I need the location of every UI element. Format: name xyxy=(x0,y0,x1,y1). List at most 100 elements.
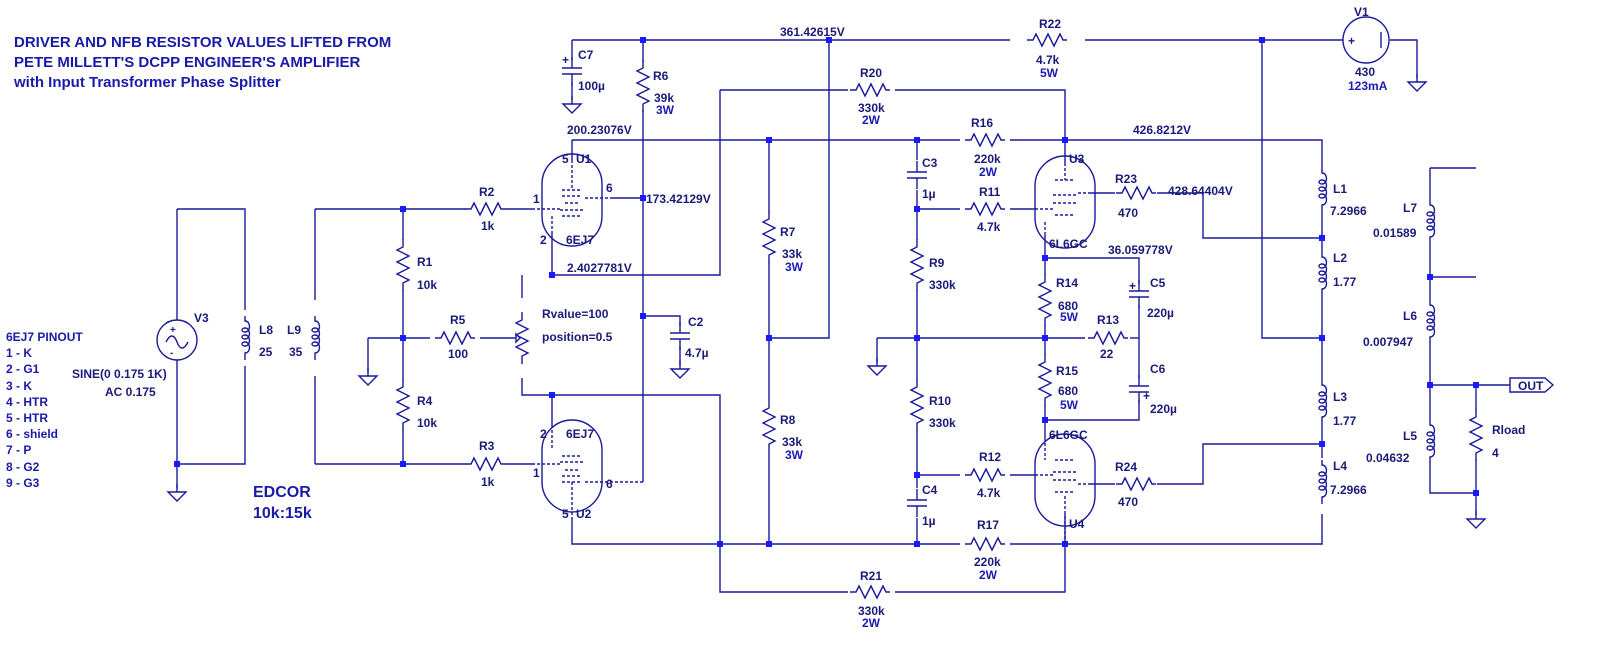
transformer-ratio: 10k:15k xyxy=(253,505,312,522)
r12-value: 4.7k xyxy=(977,486,1001,500)
pinout-pin: 3 - K xyxy=(6,378,33,393)
r3-value: 1k xyxy=(481,475,495,489)
resistor-r3-icon xyxy=(464,457,506,471)
title-line-3: with Input Transformer Phase Splitter xyxy=(14,74,281,91)
resistor-r10-icon xyxy=(910,378,924,432)
voltage-u1-screen: 173.42129V xyxy=(646,192,711,206)
resistor-r8-icon xyxy=(762,399,776,453)
resistor-r2-icon xyxy=(464,202,506,216)
r6-ref: R6 xyxy=(653,69,669,83)
r6-rating: 3W xyxy=(656,103,675,117)
v3-ac: AC 0.175 xyxy=(105,385,156,399)
component-labels: V1 430 123mA V3 SINE(0 0.175 1K) AC 0.17… xyxy=(72,5,1525,630)
v3-ref: V3 xyxy=(194,311,209,325)
voltage-u1-cathode: 2.4027781V xyxy=(567,261,632,275)
svg-text:-: - xyxy=(170,348,173,359)
resistor-r14-icon xyxy=(1038,273,1052,327)
r20-value: 330k xyxy=(858,101,885,115)
pinout-pin: 9 - G3 xyxy=(6,475,40,490)
l3-ref: L3 xyxy=(1333,390,1347,404)
u2-pin-5: 5 xyxy=(562,507,569,521)
r17-ref: R17 xyxy=(977,518,999,532)
r7-value: 33k xyxy=(782,247,802,261)
l6-value: 0.007947 xyxy=(1363,335,1413,349)
transformer-brand: EDCOR xyxy=(253,484,311,501)
inductor-l8-icon xyxy=(241,315,251,361)
r5-ref: R5 xyxy=(450,313,466,327)
inductor-l4-icon xyxy=(1318,459,1328,505)
voltage-b-plus: 426.8212V xyxy=(1133,123,1191,137)
ground-symbols xyxy=(167,73,1486,529)
u2-pin-1: 1 xyxy=(533,466,540,480)
c6-value: 220µ xyxy=(1150,402,1177,416)
pinout-pin: 4 - HTR xyxy=(6,394,48,409)
l5-value: 0.04632 xyxy=(1366,451,1410,465)
r8-value: 33k xyxy=(782,435,802,449)
u4-type: 6L6GC xyxy=(1049,428,1088,442)
tube-u3-icon xyxy=(1034,155,1096,249)
c4-value: 1µ xyxy=(922,514,936,528)
node-voltage-labels: 361.42615V 200.23076V 173.42129V 2.40277… xyxy=(567,25,1233,275)
resistor-r12-icon xyxy=(964,468,1006,482)
resistor-r4-icon xyxy=(396,378,410,432)
resistor-symbols xyxy=(396,33,1483,599)
pinout-pin: 5 - HTR xyxy=(6,411,48,426)
r24-value: 470 xyxy=(1118,495,1138,509)
l4-ref: L4 xyxy=(1333,459,1347,473)
l2-ref: L2 xyxy=(1333,251,1347,265)
c2-ref: C2 xyxy=(688,315,704,329)
inductor-l2-icon xyxy=(1318,251,1328,297)
r22-rating: 5W xyxy=(1040,66,1059,80)
output-port: OUT xyxy=(1509,377,1555,393)
u2-pin-2: 2 xyxy=(540,427,547,441)
l2-value: 1.77 xyxy=(1333,275,1357,289)
r9-value: 330k xyxy=(929,278,956,292)
l5-ref: L5 xyxy=(1403,429,1417,443)
v3-value: SINE(0 0.175 1K) xyxy=(72,367,167,381)
u1-type: 6EJ7 xyxy=(566,233,594,247)
ground-icon xyxy=(867,357,887,376)
u2-ref: U2 xyxy=(576,507,592,521)
inductor-symbols xyxy=(241,167,1436,505)
r23-ref: R23 xyxy=(1115,172,1137,186)
svg-text:+: + xyxy=(1143,389,1150,403)
r22-ref: R22 xyxy=(1039,17,1061,31)
transformer-note: EDCOR 10k:15k xyxy=(253,482,312,524)
r13-value: 22 xyxy=(1100,347,1114,361)
pot-position: position=0.5 xyxy=(542,330,613,344)
l4-value: 7.2966 xyxy=(1330,483,1367,497)
resistor-r7-icon xyxy=(762,210,776,264)
svg-text:+: + xyxy=(1348,34,1355,48)
r4-value: 10k xyxy=(417,416,437,430)
r16-value: 220k xyxy=(974,152,1001,166)
u1-pin-2: 2 xyxy=(540,233,547,247)
inductor-l9-icon xyxy=(311,315,321,361)
r5-value: 100 xyxy=(448,347,468,361)
resistor-r23-icon xyxy=(1115,186,1157,200)
inductor-l7-icon xyxy=(1426,199,1436,245)
r8-rating: 3W xyxy=(785,448,804,462)
r16-rating: 2W xyxy=(979,165,998,179)
r11-value: 4.7k xyxy=(977,220,1001,234)
r4-ref: R4 xyxy=(417,394,433,408)
u1-pin-5: 5 xyxy=(562,152,569,166)
r22-value: 4.7k xyxy=(1036,53,1060,67)
pinout-pin: 2 - G1 xyxy=(6,362,40,377)
inductor-l6-icon xyxy=(1426,299,1436,345)
r15-value: 680 xyxy=(1058,384,1078,398)
r21-ref: R21 xyxy=(860,569,882,583)
v1-current: 123mA xyxy=(1348,79,1388,93)
r7-ref: R7 xyxy=(780,225,796,239)
schematic-title: DRIVER AND NFB RESISTOR VALUES LIFTED FR… xyxy=(14,33,391,93)
resistor-r22-icon xyxy=(1026,33,1068,47)
l9-ref: L9 xyxy=(287,323,301,337)
ground-icon xyxy=(1407,73,1427,92)
u2-pin-6: 6 xyxy=(606,477,613,491)
r6-value: 39k xyxy=(654,91,674,105)
ground-icon xyxy=(358,367,378,386)
c7-ref: C7 xyxy=(578,48,594,62)
svg-text:+: + xyxy=(170,325,176,336)
pinout-pin: 6 - shield xyxy=(6,427,59,442)
resistor-r24-icon xyxy=(1115,477,1157,491)
